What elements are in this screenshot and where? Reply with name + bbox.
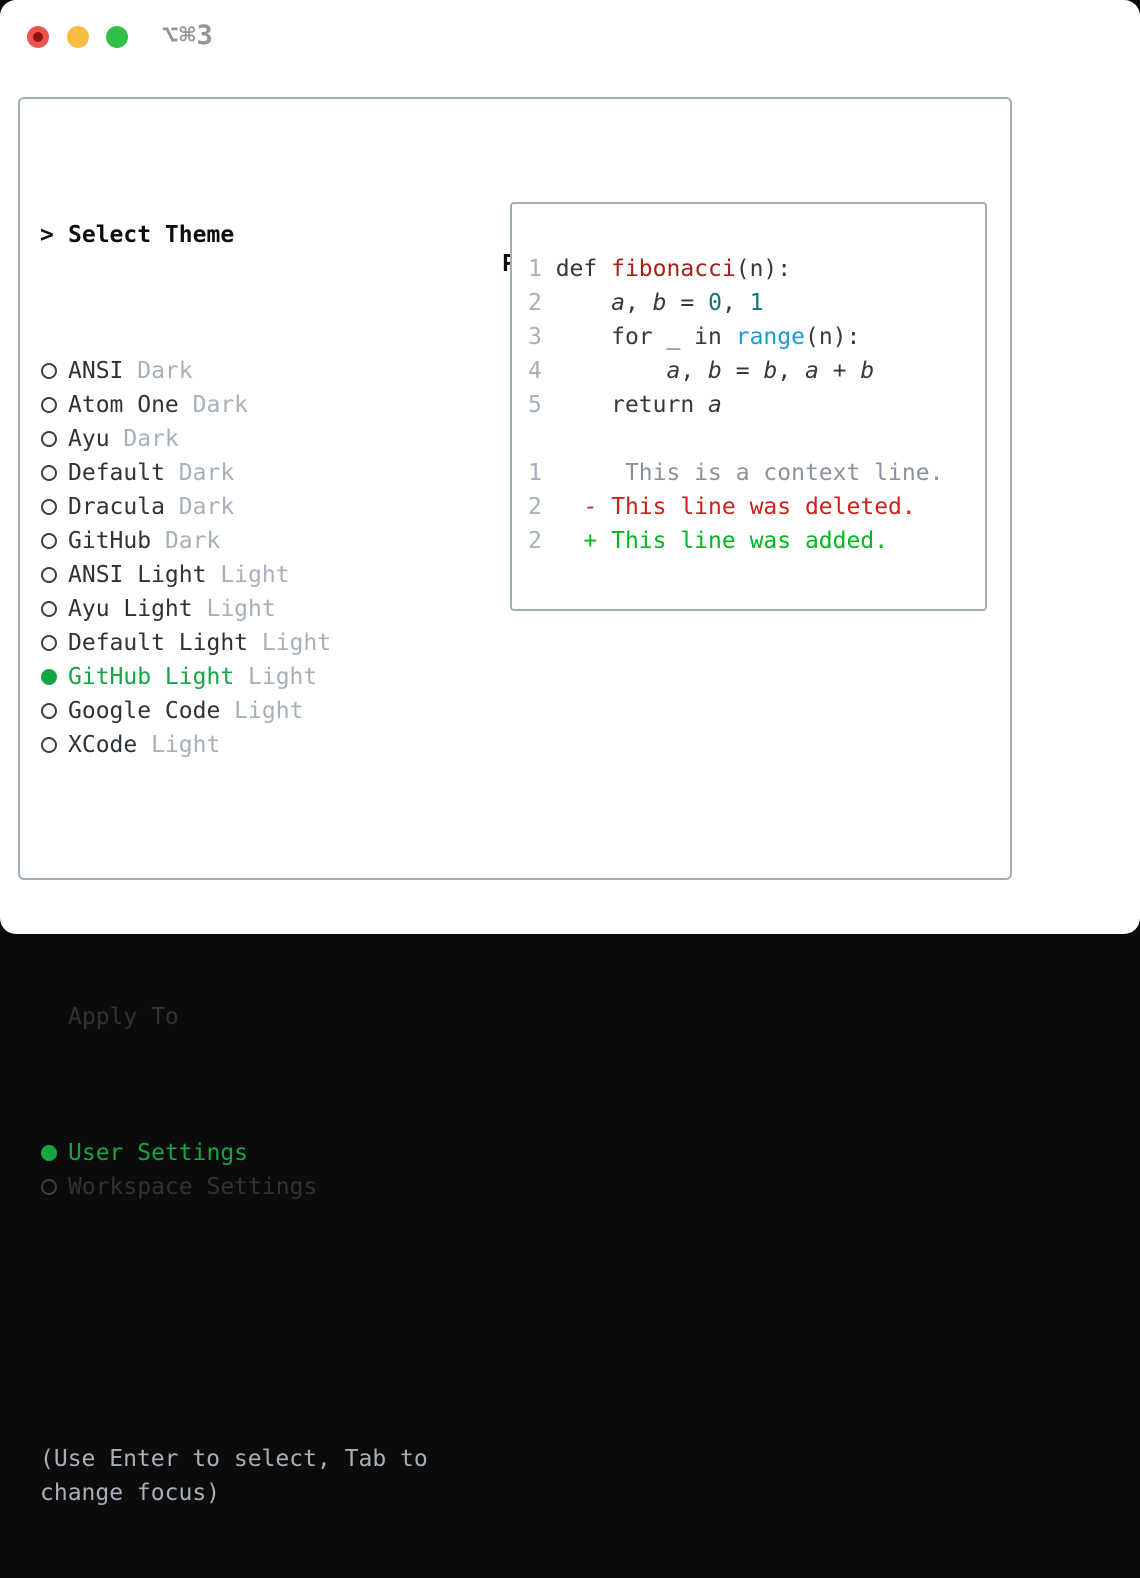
theme-option-dracula[interactable]: Dracula Dark [40, 490, 455, 524]
theme-name: Dracula [68, 494, 165, 520]
radio-icon [41, 397, 57, 413]
line-number: 4 [528, 358, 542, 384]
theme-option-google-code[interactable]: Google Code Light [40, 694, 455, 728]
theme-option-default-light[interactable]: Default Light Light [40, 626, 455, 660]
theme-name: Default [68, 460, 165, 486]
apply-option-label: User Settings [68, 1140, 249, 1166]
line-number: 2 [528, 290, 542, 316]
theme-variant: Light [206, 562, 290, 588]
code-line: 3 for _ in range(n): [528, 324, 861, 350]
spacer [40, 1306, 455, 1340]
theme-name: Ayu Light [68, 596, 193, 622]
theme-variant: Dark [109, 426, 179, 452]
theme-name: Google Code [68, 698, 221, 724]
radio-icon [41, 703, 57, 719]
theme-variant: Dark [123, 358, 193, 384]
theme-variant: Dark [164, 494, 235, 520]
code-line: 1 def fibonacci(n): [528, 256, 792, 282]
theme-option-ansi[interactable]: ANSI Dark [40, 354, 455, 388]
code-line [528, 422, 985, 456]
line-number: 5 [528, 392, 542, 418]
minimize-button-icon[interactable] [67, 26, 89, 48]
apply-option-label: Workspace Settings [68, 1174, 318, 1200]
theme-variant: Light [220, 698, 304, 724]
line-number: 2 [528, 494, 542, 520]
theme-name: GitHub Light [68, 664, 235, 690]
preview-code: 1 def fibonacci(n): 2 a, b = 0, 1 3 for _ … [512, 204, 985, 558]
theme-name: Ayu [68, 426, 110, 452]
theme-option-github[interactable]: GitHub Dark [40, 524, 455, 558]
theme-name: XCode [68, 732, 138, 758]
select-theme-header: > Select Theme [40, 218, 455, 252]
apply-to-title: Apply To [68, 1004, 179, 1030]
line-number: 1 [528, 256, 542, 282]
code-line: 1 This is a context line. [528, 460, 944, 486]
radio-icon [41, 601, 57, 617]
theme-variant: Dark [178, 392, 249, 418]
theme-option-ayu-light[interactable]: Ayu Light Light [40, 592, 455, 626]
code-line: 5 return a [528, 392, 722, 418]
theme-option-default[interactable]: Default Dark [40, 456, 455, 490]
line-number: 1 [528, 460, 542, 486]
theme-option-xcode[interactable]: XCode Light [40, 728, 455, 762]
radio-icon [41, 431, 57, 447]
theme-option-atom-one[interactable]: Atom One Dark [40, 388, 455, 422]
close-button-icon[interactable] [27, 26, 49, 48]
radio-icon [41, 465, 57, 481]
code-line: 2 a, b = 0, 1 [528, 290, 764, 316]
theme-name: Default Light [68, 630, 249, 656]
theme-variant: Dark [164, 460, 235, 486]
radio-icon [41, 499, 57, 515]
select-theme-title: Select Theme [68, 222, 235, 248]
theme-option-ansi-light[interactable]: ANSI Light Light [40, 558, 455, 592]
theme-option-github-light[interactable]: GitHub Light Light [40, 660, 455, 694]
radio-icon [41, 1179, 57, 1195]
window-title: ⌥⌘3 [162, 20, 214, 51]
preview-box: 1 def fibonacci(n): 2 a, b = 0, 1 3 for _ … [510, 202, 987, 611]
radio-icon [41, 363, 57, 379]
theme-name: GitHub [68, 528, 152, 554]
theme-variant: Light [248, 630, 332, 656]
apply-option-workspace-settings[interactable]: Workspace Settings [40, 1170, 455, 1204]
radio-icon [41, 533, 57, 549]
line-number: 2 [528, 528, 542, 554]
radio-icon [41, 635, 57, 651]
theme-name: Atom One [68, 392, 179, 418]
code-line: 2 + This line was added. [528, 528, 889, 554]
theme-name: ANSI Light [68, 562, 207, 588]
theme-variant: Light [137, 732, 221, 758]
code-line: 4 a, b = b, a + b [528, 358, 875, 384]
keyboard-hint: (Use Enter to select, Tab to change focu… [40, 1446, 428, 1506]
radio-selected-icon [41, 669, 57, 685]
radio-selected-icon [41, 1145, 57, 1161]
radio-icon [41, 737, 57, 753]
theme-option-ayu[interactable]: Ayu Dark [40, 422, 455, 456]
line-number: 3 [528, 324, 542, 350]
theme-name: ANSI [68, 358, 124, 384]
titlebar: ⌥⌘3 [0, 0, 1140, 74]
radio-icon [41, 567, 57, 583]
maximize-button-icon[interactable] [106, 26, 128, 48]
spacer [40, 864, 455, 898]
prompt-caret: > [40, 222, 54, 248]
apply-option-user-settings[interactable]: User Settings [40, 1136, 455, 1170]
theme-variant: Dark [151, 528, 221, 554]
code-line: 2 - This line was deleted. [528, 494, 916, 520]
apply-to-header: Apply To [40, 1000, 455, 1034]
theme-variant: Light [192, 596, 276, 622]
theme-variant: Light [234, 664, 318, 690]
